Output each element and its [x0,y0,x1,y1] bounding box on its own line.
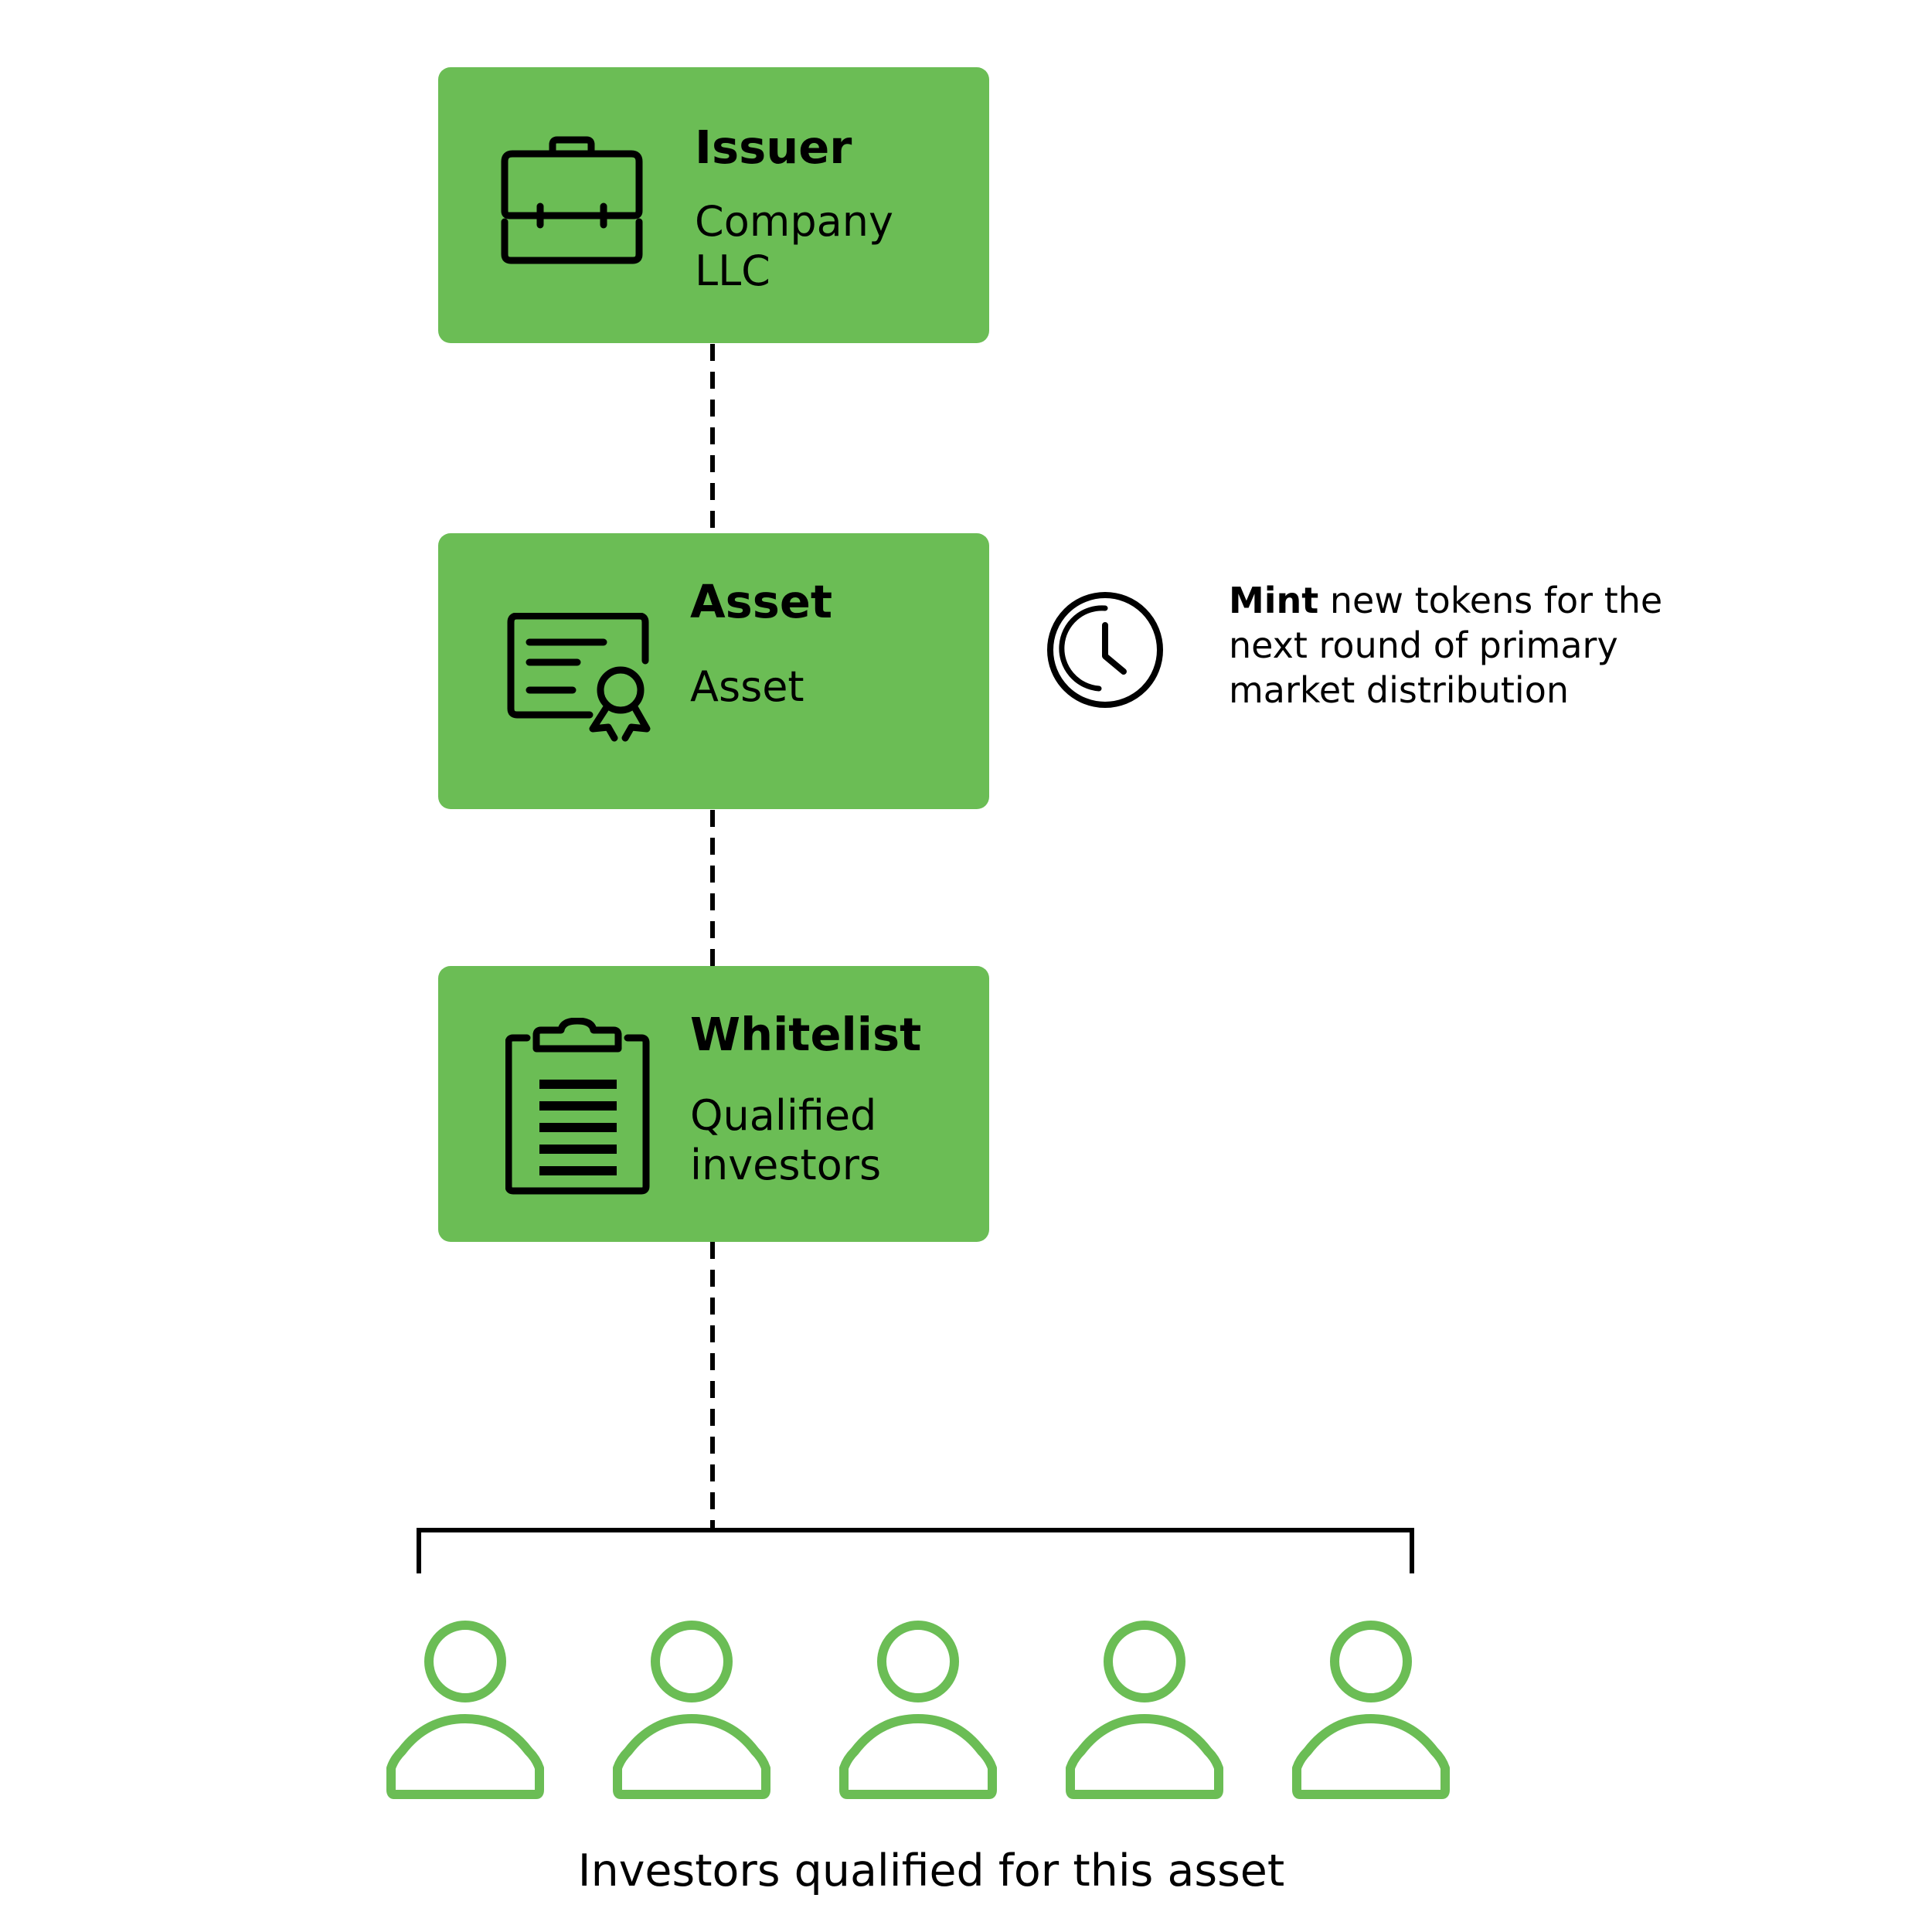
mint-note: Mint new tokens for the next round of pr… [1229,578,1708,713]
issuer-title: Issuer [695,121,852,174]
investor-group [386,1621,1450,1799]
person-icon [613,1621,770,1799]
mint-note-text: new tokens for the next round of primary… [1229,580,1663,711]
certificate-icon [507,613,651,742]
asset-subtitle: Asset [690,662,804,711]
asset-title: Asset [690,575,833,628]
investors-caption: Investors qualified for this asset [577,1845,1285,1896]
person-icon [1066,1621,1223,1799]
asset-box: Asset Asset [438,533,989,809]
whitelist-subtitle: Qualified investors [690,1091,882,1189]
issuer-box: Issuer Company LLC [438,67,989,343]
whitelist-box: Whitelist Qualified investors [438,966,989,1242]
clock-icon [1047,592,1163,708]
briefcase-icon [501,136,643,264]
person-icon [1292,1621,1450,1799]
clipboard-icon [505,1018,650,1195]
investors-bracket [417,1528,1414,1573]
whitelist-title: Whitelist [690,1008,922,1061]
person-icon [386,1621,544,1799]
person-icon [839,1621,997,1799]
mint-note-bold: Mint [1229,580,1319,621]
issuer-subtitle: Company LLC [695,197,893,295]
